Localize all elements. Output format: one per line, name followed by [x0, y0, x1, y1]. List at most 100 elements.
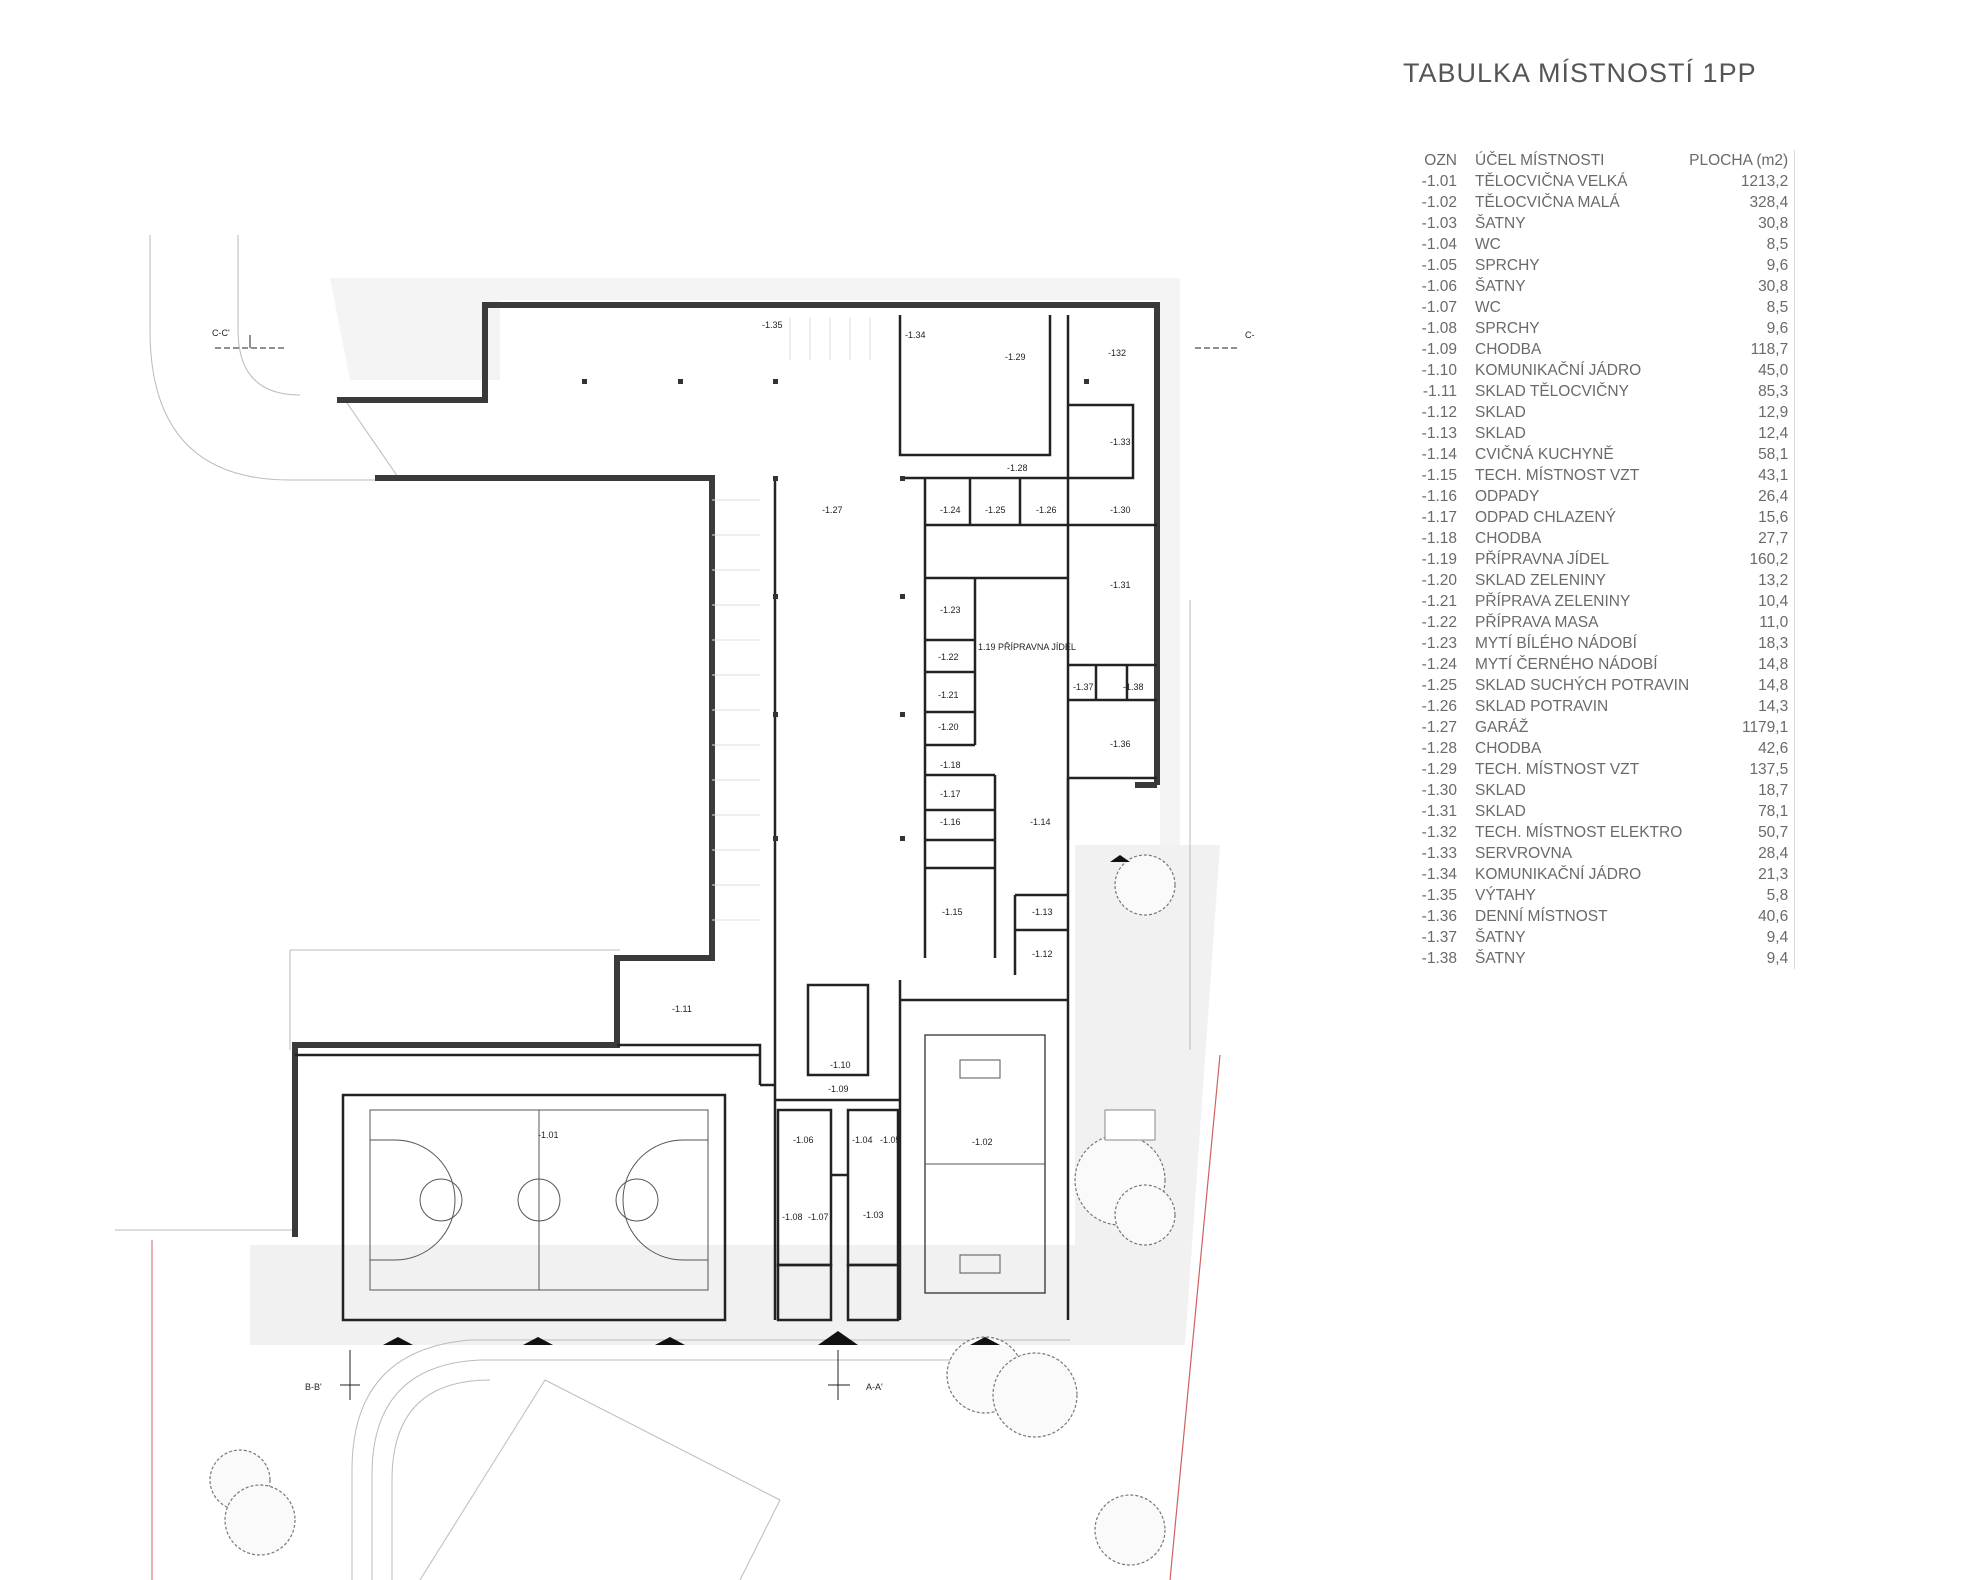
cell-name: TĚLOCVIČNA VELKÁ	[1475, 173, 1628, 190]
header-area: PLOCHA (m2)	[1689, 150, 1796, 171]
table-row: -1.05 SPRCHY 9,6	[1395, 255, 1796, 276]
cell-name: SPRCHY	[1475, 257, 1540, 274]
cell-code: -1.07	[1421, 299, 1457, 316]
cell-name: ODPAD CHLAZENÝ	[1475, 509, 1616, 526]
cell-area: 18,7	[1689, 780, 1796, 801]
room-label-121: -1.21	[938, 690, 959, 700]
site-boundary	[1169, 1054, 1221, 1580]
cell-area: 14,8	[1689, 675, 1796, 696]
cell-code: -1.22	[1421, 614, 1457, 631]
cell-code: -1.30	[1421, 782, 1457, 799]
cell-name: KOMUNIKAČNÍ JÁDRO	[1475, 866, 1642, 883]
cell-name: SKLAD SUCHÝCH POTRAVIN	[1475, 677, 1690, 694]
cell-code: -1.33	[1421, 845, 1457, 862]
cell-code: -1.16	[1421, 488, 1457, 505]
room-label-119: 1.19 PŘÍPRAVNA JÍDEL	[978, 642, 1076, 652]
cell-area: 14,3	[1689, 696, 1796, 717]
cell-code: -1.15	[1421, 467, 1457, 484]
cell-name: SPRCHY	[1475, 320, 1540, 337]
room-label-104: -1.04	[852, 1135, 873, 1145]
floor-plan: C-C' C- B-B' A-A' -1.01 -1.02 -1.03 -1.0…	[115, 235, 1255, 1580]
cell-code: -1.36	[1421, 908, 1457, 925]
cell-code: -1.12	[1421, 404, 1457, 421]
cell-area: 328,4	[1689, 192, 1796, 213]
table-header-row: OZN ÚČEL MÍSTNOSTI PLOCHA (m2)	[1395, 150, 1796, 171]
cell-name: ŠATNY	[1475, 950, 1526, 967]
cell-area: 12,9	[1689, 402, 1796, 423]
cell-code: -1.10	[1421, 362, 1457, 379]
trees	[209, 854, 1176, 1566]
parking-stalls	[712, 318, 871, 921]
room-label-103: -1.03	[863, 1210, 884, 1220]
cell-area: 45,0	[1689, 360, 1796, 381]
room-label-122: -1.22	[938, 652, 959, 662]
room-label-117: -1.17	[940, 789, 961, 799]
cell-area: 13,2	[1689, 570, 1796, 591]
cell-code: -1.26	[1421, 698, 1457, 715]
header-code: OZN	[1424, 152, 1457, 169]
cell-code: -1.13	[1421, 425, 1457, 442]
cell-code: -1.06	[1421, 278, 1457, 295]
cell-code: -1.05	[1421, 257, 1457, 274]
cell-area: 9,4	[1689, 948, 1796, 969]
cell-area: 85,3	[1689, 381, 1796, 402]
cell-code: -1.04	[1421, 236, 1457, 253]
cell-area: 8,5	[1689, 234, 1796, 255]
cell-name: SKLAD	[1475, 803, 1526, 820]
room-label-135: -1.35	[762, 320, 783, 330]
room-label-109: -1.09	[828, 1084, 849, 1094]
cell-name: MYTÍ ČERNÉHO NÁDOBÍ	[1475, 656, 1658, 673]
cell-name: SERVROVNA	[1475, 845, 1573, 862]
cell-name: SKLAD	[1475, 425, 1526, 442]
cell-area: 43,1	[1689, 465, 1796, 486]
cell-name: SKLAD	[1475, 782, 1526, 799]
cell-name: MYTÍ BÍLÉHO NÁDOBÍ	[1475, 635, 1637, 652]
cell-code: -1.31	[1421, 803, 1457, 820]
cell-name: SKLAD	[1475, 404, 1526, 421]
cell-name: CHODBA	[1475, 341, 1542, 358]
room-label-137: -1.37	[1073, 682, 1094, 692]
cell-code: -1.17	[1421, 509, 1457, 526]
cell-name: ŠATNY	[1475, 278, 1526, 295]
garage-columns	[582, 379, 1089, 841]
room-label-123: -1.23	[940, 605, 961, 615]
cell-area: 10,4	[1689, 591, 1796, 612]
cell-area: 160,2	[1689, 549, 1796, 570]
cell-code: -1.32	[1421, 824, 1457, 841]
cell-area: 1213,2	[1689, 171, 1796, 192]
section-label-bb: B-B'	[305, 1382, 322, 1392]
room-label-113: -1.13	[1032, 907, 1053, 917]
cell-name: WC	[1475, 236, 1501, 253]
cell-name: ŠATNY	[1475, 929, 1526, 946]
room-label-115: -1.15	[942, 907, 963, 917]
cell-code: -1.01	[1421, 173, 1457, 190]
cell-area: 9,6	[1689, 255, 1796, 276]
table-row: -1.30 SKLAD 18,7	[1395, 780, 1796, 801]
room-label-136: -1.36	[1110, 739, 1131, 749]
cell-name: TECH. MÍSTNOST VZT	[1475, 467, 1640, 484]
room-label-118: -1.18	[940, 760, 961, 770]
cell-code: -1.34	[1421, 866, 1457, 883]
cell-name: SKLAD TĚLOCVIČNY	[1475, 383, 1629, 400]
room-label-111: -1.11	[672, 1004, 692, 1014]
room-label-130: -1.30	[1110, 505, 1131, 515]
cell-area: 5,8	[1689, 885, 1796, 906]
cell-name: VÝTAHY	[1475, 887, 1536, 904]
cell-area: 27,7	[1689, 528, 1796, 549]
section-label-cc: C-C'	[212, 328, 230, 338]
cell-code: -1.35	[1421, 887, 1457, 904]
room-label-138: -1.38	[1123, 682, 1144, 692]
cell-area: 26,4	[1689, 486, 1796, 507]
cell-name: CVIČNÁ KUCHYNĚ	[1475, 446, 1614, 463]
cell-name: SKLAD ZELENINY	[1475, 572, 1606, 589]
cell-name: TECH. MÍSTNOST VZT	[1475, 761, 1640, 778]
table-title: TABULKA MÍSTNOSTÍ 1PP	[1403, 58, 1757, 88]
